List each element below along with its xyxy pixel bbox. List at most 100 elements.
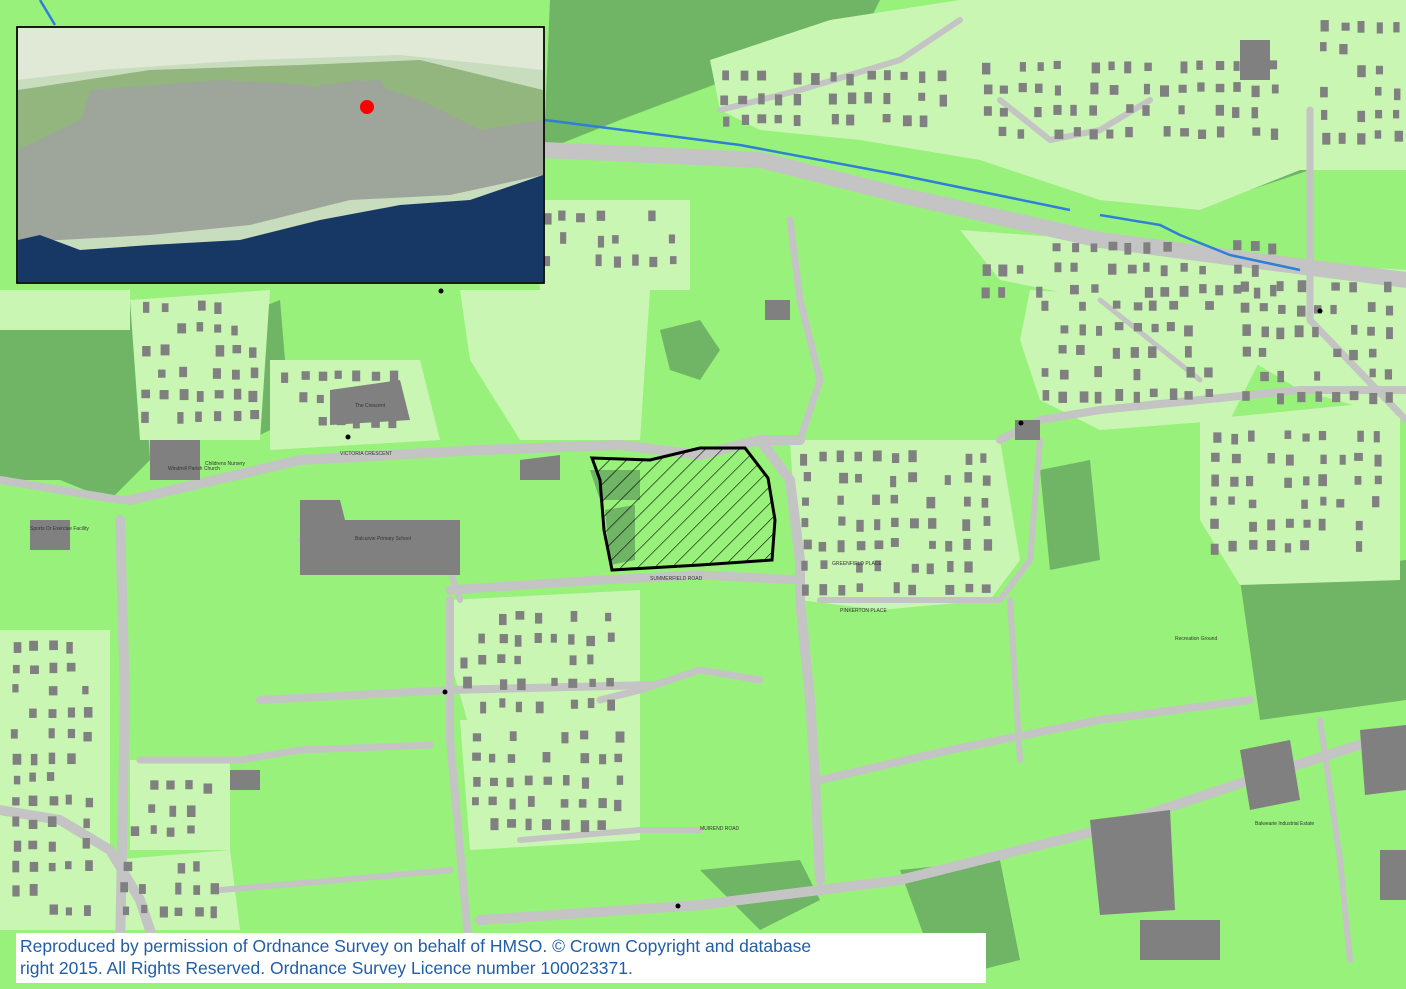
house	[883, 92, 891, 105]
house	[568, 678, 578, 688]
house	[1070, 262, 1078, 272]
house	[1019, 62, 1026, 72]
house	[29, 640, 38, 651]
house	[1018, 82, 1027, 93]
house	[580, 730, 589, 740]
house	[179, 389, 189, 401]
house	[1284, 543, 1292, 553]
house	[49, 662, 58, 674]
house	[169, 805, 177, 817]
house	[1373, 431, 1380, 443]
house	[179, 366, 188, 378]
house	[793, 115, 801, 127]
house	[1210, 543, 1219, 555]
house	[1053, 60, 1061, 70]
house	[1332, 392, 1341, 403]
house	[1234, 264, 1242, 274]
house	[174, 907, 183, 916]
house	[818, 541, 827, 552]
house	[945, 584, 955, 595]
house	[1199, 265, 1206, 275]
site-boundary[interactable]	[589, 446, 777, 572]
house	[614, 753, 623, 763]
house	[1112, 347, 1120, 359]
house	[1096, 325, 1103, 336]
house	[562, 775, 570, 786]
house	[587, 654, 594, 665]
house	[1251, 107, 1259, 119]
house	[1318, 474, 1327, 487]
house	[1374, 475, 1382, 485]
house	[1333, 348, 1342, 358]
house	[864, 92, 872, 104]
house	[847, 92, 857, 105]
house	[830, 72, 837, 82]
house	[800, 453, 808, 466]
house	[233, 410, 242, 422]
house	[569, 655, 577, 666]
house	[1070, 284, 1079, 295]
house	[1385, 392, 1393, 403]
house	[757, 70, 767, 81]
house	[543, 213, 552, 225]
map-labels: Balcurvie Primary School The Crescent Wi…	[30, 403, 1314, 832]
house	[855, 473, 862, 483]
house	[909, 518, 919, 529]
house	[517, 678, 526, 691]
house	[1228, 540, 1237, 552]
house	[388, 416, 397, 429]
house	[1130, 347, 1139, 358]
house	[478, 633, 485, 644]
house	[210, 906, 217, 919]
house	[1072, 243, 1080, 253]
house	[318, 416, 327, 426]
house	[214, 411, 222, 422]
house	[981, 584, 991, 593]
house	[1393, 22, 1400, 33]
house	[1215, 104, 1225, 116]
house	[1112, 300, 1121, 309]
house	[488, 753, 496, 763]
house	[1368, 348, 1377, 358]
label-industrial: Balwearie Industrial Estate	[1255, 821, 1314, 827]
house	[597, 235, 605, 248]
house	[472, 797, 479, 806]
house	[560, 799, 569, 808]
house	[1233, 61, 1240, 71]
house	[908, 450, 917, 463]
house	[1091, 284, 1099, 293]
house	[983, 516, 991, 526]
house	[1338, 132, 1346, 144]
copyright-line-1: Reproduced by permission of Ordnance Sur…	[20, 936, 812, 956]
house	[587, 698, 595, 709]
watercourse	[38, 0, 1301, 272]
house	[1250, 241, 1260, 251]
house	[509, 731, 517, 741]
house	[803, 472, 811, 482]
house	[1253, 287, 1261, 299]
house	[872, 494, 880, 505]
house	[854, 451, 863, 462]
house	[774, 114, 782, 124]
house	[48, 686, 58, 696]
house	[514, 635, 522, 647]
house	[49, 904, 58, 915]
house	[944, 475, 951, 485]
house	[550, 633, 557, 643]
house	[30, 665, 39, 675]
house	[83, 731, 92, 742]
house	[13, 642, 22, 653]
house	[558, 210, 566, 221]
house	[1246, 475, 1254, 487]
os-copyright-notice: Reproduced by permission of Ordnance Sur…	[16, 933, 986, 983]
house	[1204, 367, 1213, 378]
house	[1163, 242, 1172, 252]
house	[1148, 346, 1157, 358]
house	[598, 798, 607, 809]
house	[1160, 85, 1169, 97]
house	[1357, 20, 1365, 33]
house	[668, 234, 676, 244]
house	[1394, 130, 1403, 142]
house	[1124, 242, 1132, 255]
